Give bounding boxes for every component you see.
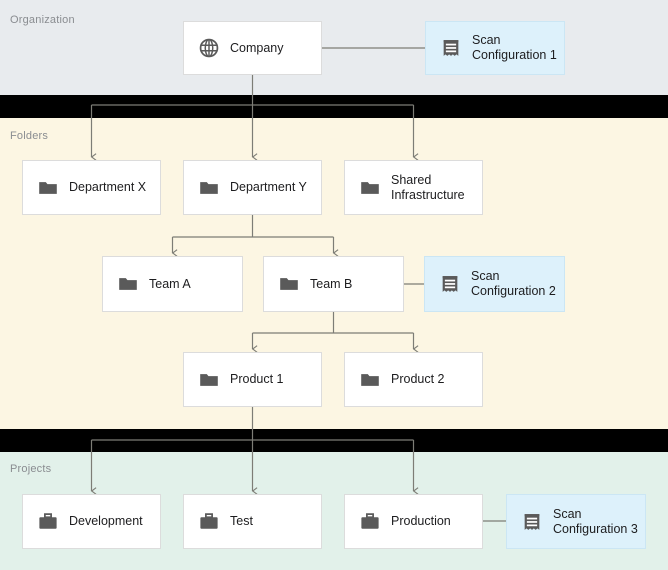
node-scan-configuration-3[interactable]: Scan Configuration 3 [506, 494, 646, 549]
folder-icon [198, 369, 220, 391]
node-label: Production [391, 514, 451, 528]
node-product-1[interactable]: Product 1 [183, 352, 322, 407]
node-production[interactable]: Production [344, 494, 483, 549]
folder-icon [117, 273, 139, 295]
folder-icon [359, 369, 381, 391]
receipt-icon [521, 511, 543, 533]
node-development[interactable]: Development [22, 494, 161, 549]
node-label: Test [230, 514, 253, 528]
receipt-icon [440, 37, 462, 59]
node-label: Development [69, 514, 143, 528]
node-scan-configuration-1[interactable]: Scan Configuration 1 [425, 21, 565, 75]
node-label: Scan Configuration 2 [471, 269, 556, 298]
briefcase-icon [198, 511, 220, 533]
node-team-a[interactable]: Team A [102, 256, 243, 312]
node-label: Product 1 [230, 372, 284, 386]
node-label: Shared Infrastructure [391, 172, 465, 202]
node-shared-infrastructure[interactable]: Shared Infrastructure [344, 160, 483, 215]
node-team-b[interactable]: Team B [263, 256, 404, 312]
folder-icon [37, 177, 59, 199]
node-test[interactable]: Test [183, 494, 322, 549]
node-label: Department X [69, 180, 147, 194]
node-scan-configuration-2[interactable]: Scan Configuration 2 [424, 256, 565, 312]
receipt-icon [439, 273, 461, 295]
node-label: Team B [310, 276, 353, 291]
node-company[interactable]: Company [183, 21, 322, 75]
band-label-folders: Folders [10, 130, 49, 142]
node-department-x[interactable]: Department X [22, 160, 161, 215]
node-product-2[interactable]: Product 2 [344, 352, 483, 407]
node-label: Team A [149, 276, 191, 291]
folder-icon [278, 273, 300, 295]
folder-icon [359, 177, 381, 199]
node-label: Scan Configuration 1 [472, 33, 557, 62]
node-label: Department Y [230, 180, 307, 194]
band-label-projects: Projects [10, 463, 52, 475]
band-label-organization: Organization [10, 14, 75, 26]
folder-icon [198, 177, 220, 199]
node-label: Company [230, 40, 284, 55]
node-label: Scan Configuration 3 [553, 506, 638, 536]
globe-icon [198, 37, 220, 59]
node-label: Product 2 [391, 372, 445, 386]
node-department-y[interactable]: Department Y [183, 160, 322, 215]
band-organization [0, 0, 668, 95]
briefcase-icon [37, 511, 59, 533]
briefcase-icon [359, 511, 381, 533]
